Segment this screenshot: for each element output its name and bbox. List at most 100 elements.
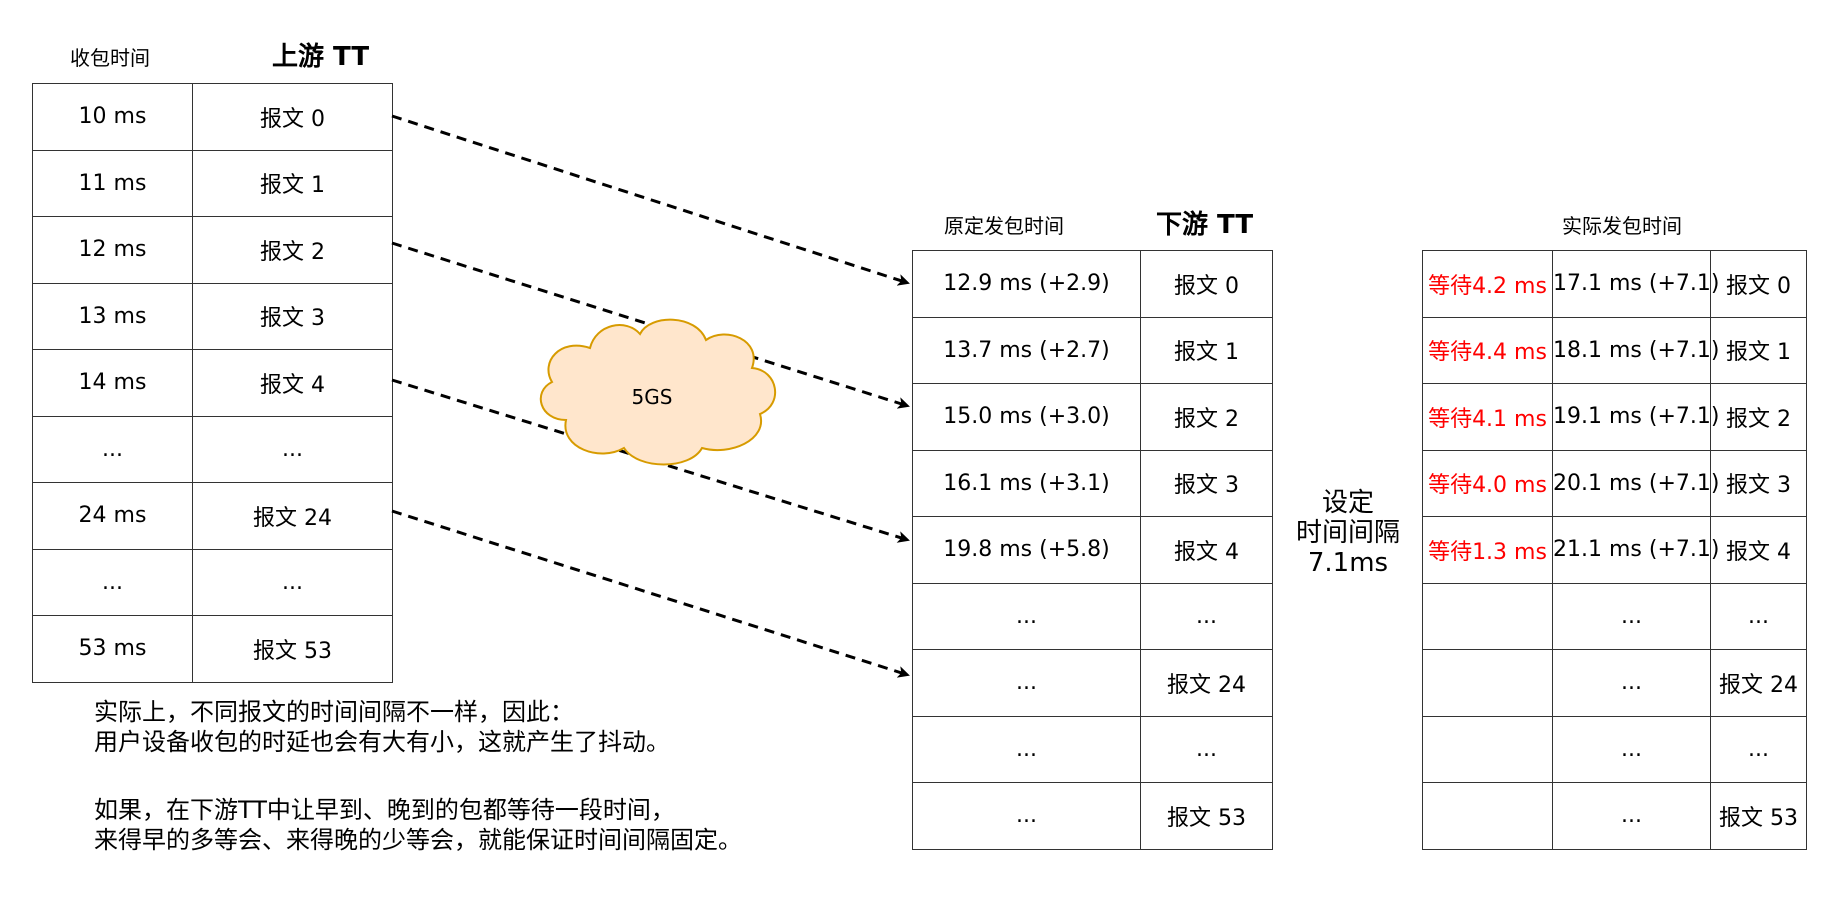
- up-cell-time: 11 ms: [32, 149, 193, 217]
- down-cell-msg: 报文 2: [1140, 383, 1273, 451]
- explanation-line-1: 实际上，不同报文的时间间隔不一样，因此：: [94, 698, 574, 726]
- act-cell-msg: 报文 1: [1710, 316, 1807, 384]
- act-cell-msg: 报文 0: [1710, 250, 1807, 318]
- up-cell-msg: 报文 53: [192, 615, 393, 683]
- explanation-line-4: 来得早的多等会、来得晚的少等会，就能保证时间间隔固定。: [94, 826, 742, 854]
- up-row: ......: [32, 548, 393, 616]
- act-cell-wait: [1422, 715, 1553, 783]
- act-row: ...报文 24: [1422, 649, 1807, 717]
- act-row: ......: [1422, 715, 1807, 783]
- up-cell-time: 14 ms: [32, 349, 193, 417]
- upstream-column-label: 收包时间: [70, 46, 150, 70]
- act-cell-wait: 等待4.2 ms: [1422, 250, 1553, 318]
- up-cell-time: 53 ms: [32, 615, 193, 683]
- act-cell-time: 18.1 ms (+7.1): [1552, 316, 1719, 384]
- down-cell-msg: 报文 4: [1140, 516, 1273, 584]
- downstream-title: 下游 TT: [1156, 210, 1254, 240]
- act-cell-time: ...: [1552, 649, 1711, 717]
- down-cell-msg: 报文 3: [1140, 449, 1273, 517]
- act-cell-msg: 报文 24: [1710, 649, 1807, 717]
- down-row: ...报文 24: [912, 649, 1273, 717]
- up-cell-msg: 报文 2: [192, 216, 393, 284]
- act-cell-time: 19.1 ms (+7.1): [1552, 383, 1719, 451]
- down-cell-time: ...: [912, 649, 1141, 717]
- up-cell-time: 13 ms: [32, 282, 193, 350]
- act-cell-msg: 报文 2: [1710, 383, 1807, 451]
- act-row: ......: [1422, 582, 1807, 650]
- up-cell-msg: 报文 3: [192, 282, 393, 350]
- down-cell-msg: ...: [1140, 582, 1273, 650]
- act-cell-msg: 报文 3: [1710, 449, 1807, 517]
- act-cell-msg: 报文 4: [1710, 516, 1807, 584]
- down-cell-msg: 报文 0: [1140, 250, 1273, 318]
- interval-note-line1: 设定: [1321, 488, 1374, 518]
- act-cell-wait: [1422, 782, 1553, 850]
- explanation-line-2: 用户设备收包的时延也会有大有小，这就产生了抖动。: [94, 728, 670, 756]
- act-cell-time: 20.1 ms (+7.1): [1552, 449, 1719, 517]
- up-cell-msg: ...: [192, 415, 393, 483]
- down-row: ...报文 53: [912, 782, 1273, 850]
- explanation-paragraph-1: 实际上，不同报文的时间间隔不一样，因此： 用户设备收包的时延也会有大有小，这就产…: [94, 697, 670, 757]
- up-cell-msg: 报文 0: [192, 83, 393, 151]
- down-cell-time: ...: [912, 782, 1141, 850]
- act-cell-time: ...: [1552, 582, 1711, 650]
- act-cell-wait: 等待4.0 ms: [1422, 449, 1553, 517]
- act-cell-time: ...: [1552, 782, 1711, 850]
- interval-note: 设定 时间间隔 7.1ms: [1282, 488, 1414, 578]
- act-cell-wait: 等待1.3 ms: [1422, 516, 1553, 584]
- down-cell-time: 19.8 ms (+5.8): [912, 516, 1141, 584]
- arrow-msg-2: [391, 241, 910, 409]
- arrow-msg-0: [391, 114, 910, 286]
- down-row: 13.7 ms (+2.7)报文 1: [912, 316, 1273, 384]
- down-cell-time: 12.9 ms (+2.9): [912, 250, 1141, 318]
- act-cell-time: ...: [1552, 715, 1711, 783]
- down-cell-msg: 报文 1: [1140, 316, 1273, 384]
- down-cell-time: ...: [912, 715, 1141, 783]
- act-cell-msg: ...: [1710, 582, 1807, 650]
- act-cell-time: 21.1 ms (+7.1): [1552, 516, 1719, 584]
- interval-note-line2: 时间间隔: [1295, 518, 1400, 548]
- down-cell-time: 13.7 ms (+2.7): [912, 316, 1141, 384]
- explanation-paragraph-2: 如果，在下游TT中让早到、晚到的包都等待一段时间， 来得早的多等会、来得晚的少等…: [94, 795, 742, 855]
- act-cell-wait: [1422, 649, 1553, 717]
- up-cell-time: 12 ms: [32, 216, 193, 284]
- act-cell-time: 17.1 ms (+7.1): [1552, 250, 1719, 318]
- arrow-msg-24: [391, 509, 910, 678]
- down-row: ......: [912, 715, 1273, 783]
- up-cell-msg: 报文 4: [192, 349, 393, 417]
- down-cell-time: 15.0 ms (+3.0): [912, 383, 1141, 451]
- up-cell-msg: ...: [192, 548, 393, 616]
- down-row: 19.8 ms (+5.8)报文 4: [912, 516, 1273, 584]
- down-row: 16.1 ms (+3.1)报文 3: [912, 449, 1273, 517]
- cloud-5gs: 5GS: [539, 318, 777, 466]
- act-cell-wait: [1422, 582, 1553, 650]
- interval-note-line3: 7.1ms: [1307, 548, 1389, 578]
- downstream-column-label: 原定发包时间: [944, 214, 1064, 238]
- down-cell-msg: 报文 24: [1140, 649, 1273, 717]
- down-cell-time: ...: [912, 582, 1141, 650]
- up-cell-time: ...: [32, 548, 193, 616]
- up-cell-msg: 报文 24: [192, 482, 393, 550]
- down-cell-time: 16.1 ms (+3.1): [912, 449, 1141, 517]
- act-cell-wait: 等待4.4 ms: [1422, 316, 1553, 384]
- act-row: ...报文 53: [1422, 782, 1807, 850]
- up-cell-time: 10 ms: [32, 83, 193, 151]
- down-row: 15.0 ms (+3.0)报文 2: [912, 383, 1273, 451]
- up-cell-time: ...: [32, 415, 193, 483]
- up-cell-time: 24 ms: [32, 482, 193, 550]
- act-cell-msg: 报文 53: [1710, 782, 1807, 850]
- up-cell-msg: 报文 1: [192, 149, 393, 217]
